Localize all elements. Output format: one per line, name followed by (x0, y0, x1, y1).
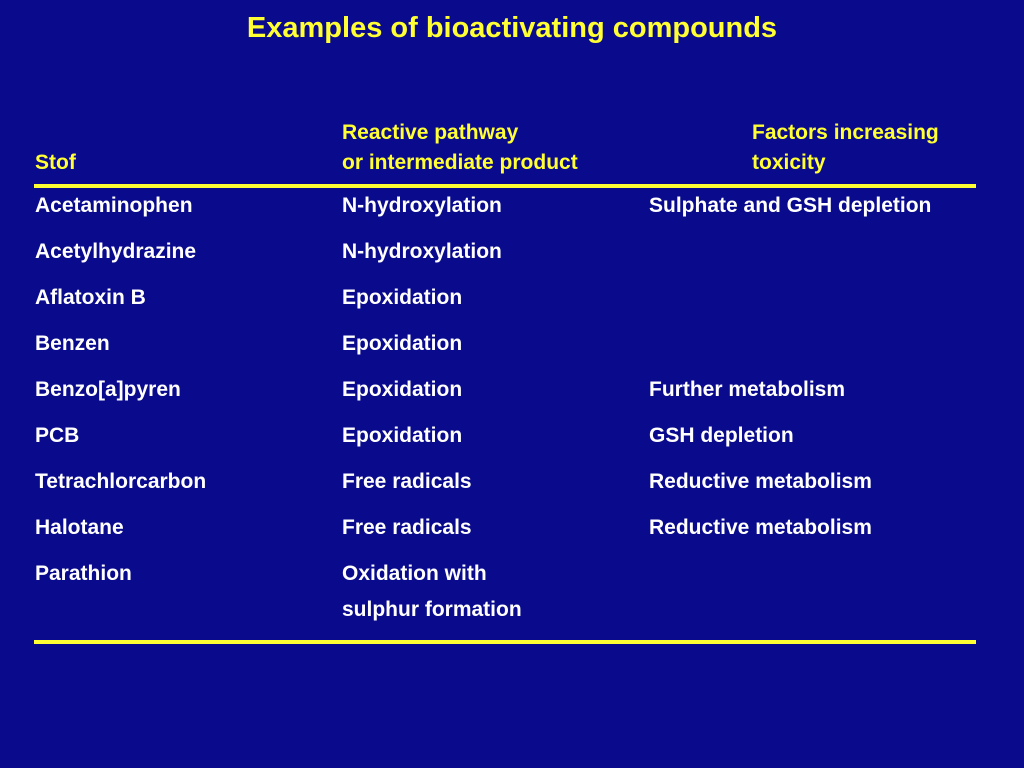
slide-title: Examples of bioactivating compounds (246, 12, 778, 44)
header-pathway-line-1: Reactive pathway (342, 121, 519, 144)
cell-substance: Tetrachlorcarbon (35, 470, 207, 493)
table-row: Benzen Epoxidation (0, 326, 1024, 372)
cell-substance: Acetylhydrazine (35, 240, 197, 263)
header-substance-line: Stof (35, 151, 76, 174)
cell-substance: Benzo[a]pyren (35, 378, 181, 401)
cell-factors: Further metabolism (649, 378, 846, 401)
cell-pathway: Epoxidation (342, 286, 463, 309)
table-row: Aflatoxin B Epoxidation (0, 280, 1024, 326)
header-factors-line-2: toxicity (752, 151, 826, 174)
header-factors-line-1: Factors increasing (752, 121, 939, 144)
cell-factors: Reductive metabolism (649, 516, 872, 539)
cell-pathway: Oxidation with sulphur formation (342, 556, 522, 628)
table-row: Acetaminophen N-hydroxylation Sulphate a… (0, 188, 1024, 234)
cell-substance: Halotane (35, 516, 124, 539)
table-row: Benzo[a]pyren Epoxidation Further metabo… (0, 372, 1024, 418)
table-row: Acetylhydrazine N-hydroxylation (0, 234, 1024, 280)
cell-pathway: N-hydroxylation (342, 194, 502, 217)
cell-substance: Acetaminophen (35, 194, 193, 217)
table-row: Tetrachlorcarbon Free radicals Reductive… (0, 464, 1024, 510)
cell-substance: PCB (35, 424, 80, 447)
table-row: PCB Epoxidation GSH depletion (0, 418, 1024, 464)
header-substance: Stof (35, 148, 76, 178)
cell-pathway: Free radicals (342, 516, 472, 539)
table-row: Parathion Oxidation with sulphur formati… (0, 556, 1024, 636)
cell-substance: Parathion (35, 562, 132, 585)
table-bottom-divider (34, 640, 976, 644)
cell-pathway-line-2: sulphur formation (342, 598, 522, 621)
header-pathway: Reactive pathway or intermediate product (342, 118, 578, 178)
header-divider (34, 184, 976, 188)
cell-pathway: Epoxidation (342, 332, 463, 355)
table-row: Halotane Free radicals Reductive metabol… (0, 510, 1024, 556)
cell-factors: Reductive metabolism (649, 470, 872, 493)
cell-factors: Sulphate and GSH depletion (649, 194, 932, 217)
cell-pathway: Epoxidation (342, 378, 463, 401)
cell-substance: Aflatoxin B (35, 286, 146, 309)
cell-pathway: Epoxidation (342, 424, 463, 447)
header-factors: Factors increasing toxicity (752, 118, 939, 178)
cell-pathway: N-hydroxylation (342, 240, 502, 263)
cell-substance: Benzen (35, 332, 110, 355)
cell-pathway: Free radicals (342, 470, 472, 493)
cell-pathway-line-1: Oxidation with (342, 562, 487, 585)
cell-factors: GSH depletion (649, 424, 794, 447)
header-pathway-line-2: or intermediate product (342, 151, 578, 174)
